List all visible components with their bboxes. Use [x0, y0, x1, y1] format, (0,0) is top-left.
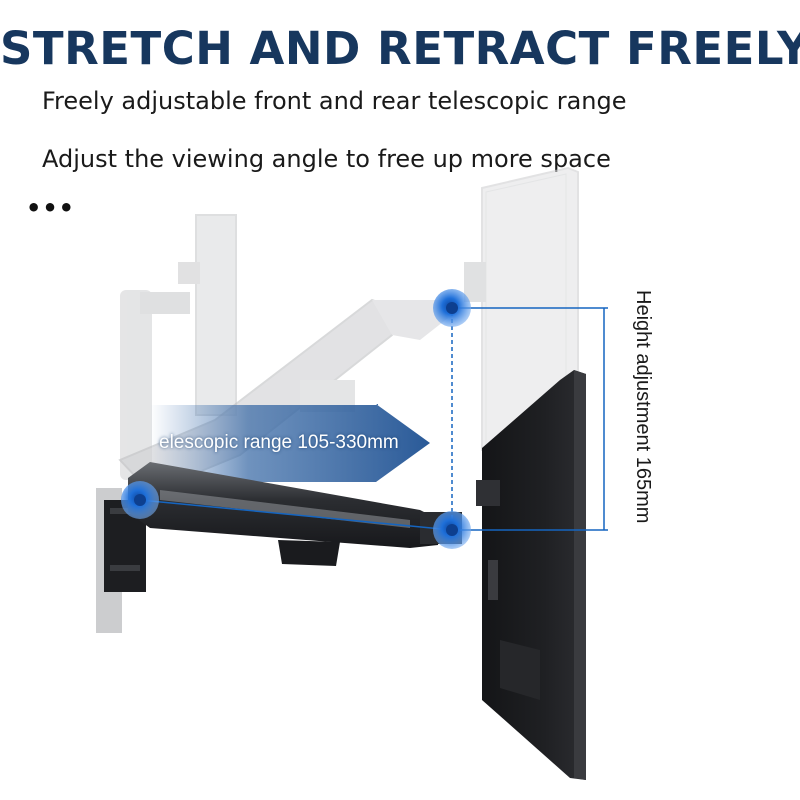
height-adjustment-label-box: Height adjustment 165mm	[628, 290, 654, 580]
feature-viewing-angle: Adjust the viewing angle to free up more…	[42, 145, 611, 173]
pivot-joint-icon	[433, 511, 471, 549]
ghost-retracted-monitor	[120, 214, 237, 480]
more-dots: •••	[26, 194, 76, 222]
pivot-joint-icon	[433, 289, 471, 327]
telescopic-range-label: elescopic range 105-330mm	[159, 432, 399, 453]
feature-telescopic: Freely adjustable front and rear telesco…	[42, 87, 627, 115]
telescopic-arrow-icon	[150, 404, 430, 482]
height-adjustment-label: Height adjustment 165mm	[632, 290, 654, 524]
main-monitor	[476, 370, 586, 780]
height-dimension	[139, 307, 608, 531]
headline: STRETCH AND RETRACT FREELY	[0, 22, 800, 75]
pivot-joint-icon	[121, 481, 159, 519]
